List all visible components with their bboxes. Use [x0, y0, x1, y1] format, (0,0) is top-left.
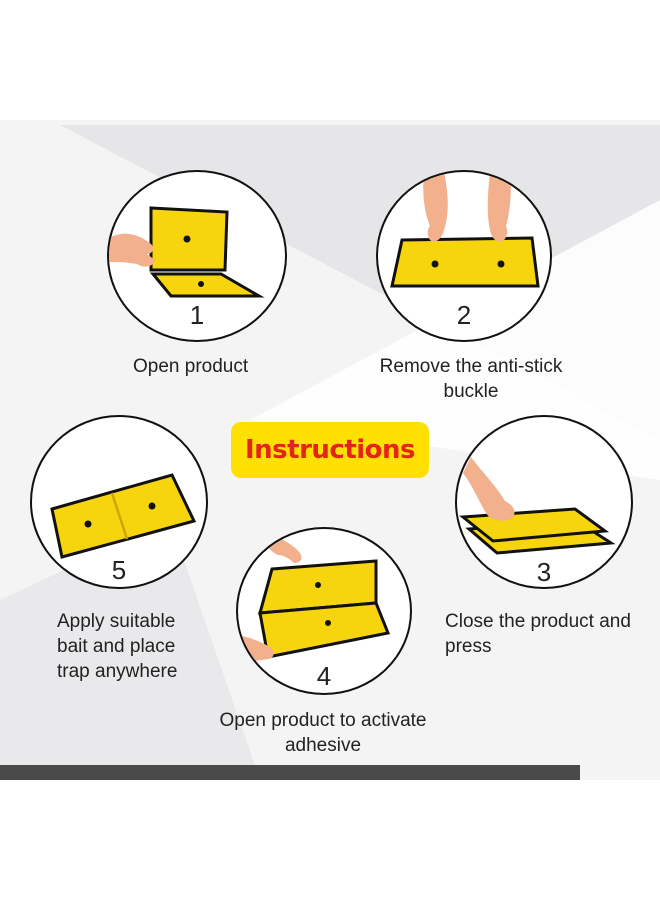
step-3-illustration	[459, 457, 616, 555]
step-2-circle: 2	[376, 170, 552, 342]
step-2-caption-line-2: buckle	[443, 381, 499, 402]
step-5-caption: Apply suitable bait and place trap anywh…	[57, 609, 177, 684]
step-5-number: 5	[111, 555, 127, 585]
page-title: Instructions	[244, 435, 416, 465]
bottom-bar	[0, 765, 580, 780]
step-5-circle: 5	[30, 415, 208, 589]
step-4-caption: Open product to activate adhesive	[210, 708, 436, 758]
step-4-circle: 4	[236, 527, 412, 695]
step-3-number: 3	[536, 557, 552, 587]
step-2-illustration	[390, 172, 540, 288]
step-4-number: 4	[316, 661, 332, 691]
step-5-illustration	[50, 473, 197, 559]
step-4-illustration	[238, 533, 391, 661]
step-2-caption: Remove the anti-stick buckle	[376, 354, 566, 404]
step-5-caption-line-2: bait and place	[57, 636, 176, 657]
step-1-illustration	[109, 206, 265, 298]
instructions-badge: Instructions	[231, 422, 429, 478]
step-3-caption: Close the product and press	[445, 609, 631, 659]
step-3-circle: 3	[455, 415, 633, 589]
step-2-number: 2	[456, 300, 472, 330]
step-5-caption-line-3: trap anywhere	[57, 661, 178, 682]
step-5-caption-line-1: Apply suitable	[57, 611, 176, 632]
step-1-number: 1	[189, 300, 205, 330]
step-1-caption-line-1: Open product	[133, 356, 249, 377]
step-1-caption: Open product	[133, 354, 248, 379]
step-4-caption-line-2: adhesive	[284, 735, 362, 756]
step-4-caption-line-1: Open product to activate	[219, 710, 427, 731]
step-2-caption-line-1: Remove the anti-stick	[379, 356, 563, 377]
step-3-caption-line-2: press	[445, 636, 492, 657]
step-1-circle: 1	[107, 170, 287, 342]
step-3-caption-line-1: Close the product and	[445, 611, 631, 632]
